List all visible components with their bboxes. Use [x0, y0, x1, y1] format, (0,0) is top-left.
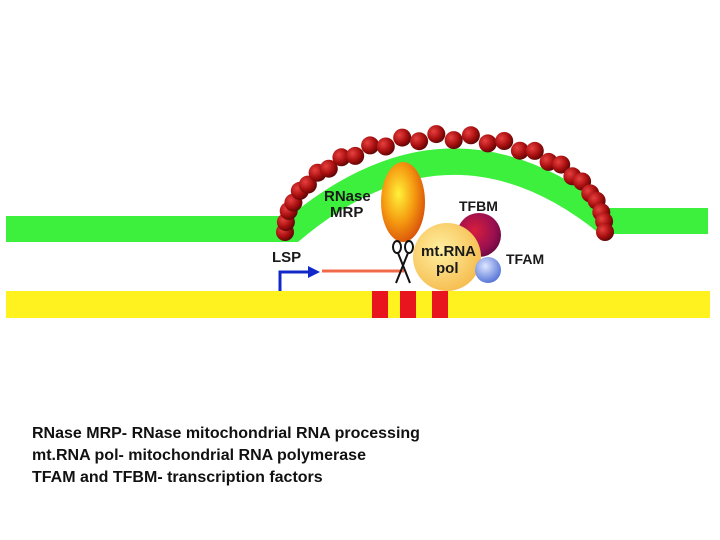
bead: [478, 134, 497, 153]
promoter-arrow-icon: [278, 266, 320, 291]
mtrna-pol-label-line2: pol: [436, 260, 459, 277]
legend: RNase MRP- RNase mitochondrial RNA proce…: [32, 423, 420, 489]
bead: [361, 136, 380, 155]
legend-line: RNase MRP- RNase mitochondrial RNA proce…: [32, 425, 420, 442]
bead: [461, 126, 480, 145]
green-dna-strand: [6, 148, 708, 242]
bead: [393, 128, 412, 147]
bead: [346, 146, 365, 165]
tfam-label: TFAM: [506, 251, 544, 267]
legend-line: TFAM and TFBM- transcription factors: [32, 469, 323, 486]
bead: [332, 148, 351, 167]
mtrna-pol-label-line1: mt.RNA: [421, 243, 476, 260]
bead: [427, 125, 446, 144]
tfam-protein: [475, 257, 501, 283]
bead-arc: [276, 125, 614, 241]
bead: [525, 141, 544, 160]
rnase-mrp-protein: [381, 162, 425, 242]
red-box: [400, 291, 416, 318]
bead: [552, 155, 571, 174]
bead: [298, 175, 317, 194]
rnase-mrp-label-line1: RNase: [324, 188, 371, 205]
scissors-icon: [392, 240, 414, 284]
red-box: [372, 291, 388, 318]
legend-line: mt.RNA pol- mitochondrial RNA polymerase: [32, 447, 366, 464]
tfbm-label: TFBM: [459, 198, 498, 214]
bead: [376, 137, 395, 156]
rnase-mrp-label-line2: MRP: [330, 204, 363, 221]
bead: [410, 132, 429, 151]
bead: [510, 141, 529, 160]
mtrna-pol-protein: [413, 223, 481, 291]
bead: [596, 223, 614, 241]
bead: [495, 132, 514, 150]
yellow-dna-strand: [6, 291, 710, 318]
red-box: [432, 291, 448, 318]
lsp-label: LSP: [272, 249, 301, 266]
bead: [444, 131, 463, 150]
bead: [319, 159, 338, 178]
